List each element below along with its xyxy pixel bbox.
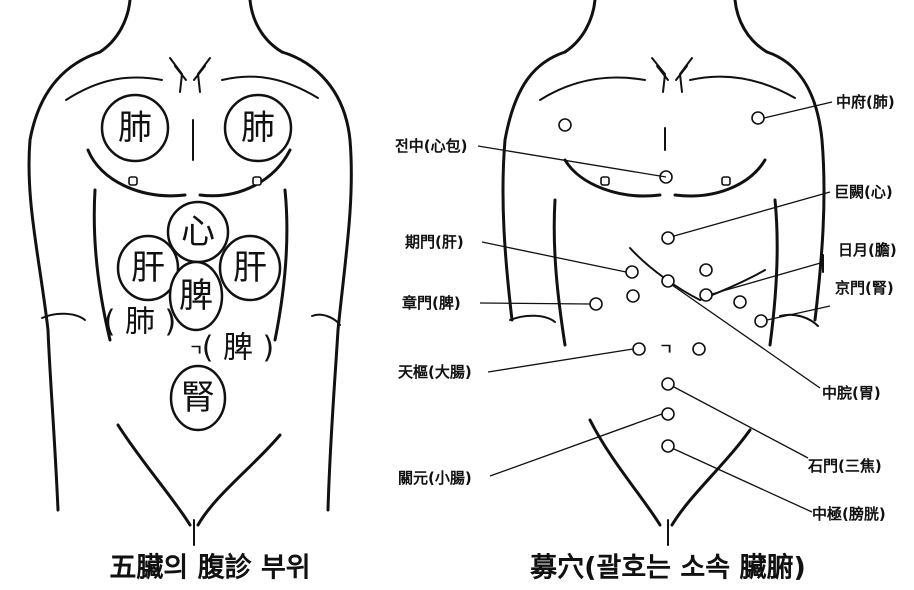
point-qimen-r — [700, 264, 712, 276]
left-navel-mark: ㄱ — [189, 341, 203, 359]
left-pelvis-l — [118, 425, 190, 525]
label-zhangmen: 章門(脾) — [402, 294, 461, 312]
leader-danzhong — [478, 146, 666, 177]
label-zhongfu: 中府(肺) — [836, 93, 895, 111]
right-collar-l — [540, 77, 645, 100]
point-zhongfu-l — [559, 119, 571, 131]
leader-tianshu — [488, 349, 633, 372]
left-notch-r2 — [194, 66, 205, 80]
label-jingmen: 京門(腎) — [835, 279, 894, 297]
point-guanyuan — [662, 408, 674, 420]
right-neck-line-l — [565, 0, 595, 52]
lung-lower-label: ( 肺 ) — [104, 305, 176, 340]
leader-guanyuan — [490, 414, 662, 476]
right-nipple-l — [601, 177, 609, 185]
leader-jingmen — [767, 306, 830, 320]
leader-zhangmen — [480, 303, 590, 304]
point-zhangmen-l — [590, 298, 602, 310]
right-pec-r — [675, 160, 765, 196]
spleen-lower-label: ( 脾 ) — [202, 331, 274, 366]
leader-lines — [478, 102, 832, 512]
point-tianshu-l — [633, 343, 645, 355]
right-notch-r — [680, 58, 692, 92]
right-torso — [503, 0, 824, 545]
lung-left-label: 肺 — [118, 108, 152, 148]
point-jingmen — [755, 315, 767, 327]
right-neck-line-r — [735, 0, 767, 52]
point-zhongfu-r — [752, 112, 764, 124]
point-qimen-l — [626, 266, 638, 278]
left-neck-line-r — [250, 0, 282, 52]
right-pec-l — [565, 160, 660, 196]
leader-zhongfu — [764, 102, 832, 118]
label-riyue: 日月(膽) — [838, 241, 897, 259]
kidney-label: 腎 — [181, 378, 215, 418]
leader-zhongji — [674, 449, 812, 512]
left-notch-r — [198, 58, 210, 92]
label-zhongwan: 中脘(胃) — [822, 384, 881, 402]
left-elbow-l — [42, 314, 85, 320]
left-notch-l — [170, 58, 182, 92]
right-elbow-l — [510, 316, 555, 322]
lung-right-label: 肺 — [241, 108, 275, 148]
right-inner-arm-r — [770, 200, 777, 345]
right-nipple-r — [722, 177, 730, 185]
left-caption: 五臟의 腹診 부위 — [109, 552, 310, 584]
organ-zones: 肺 肺 心 肝 肝 脾 ( 肺 ) ( 脾 ) ㄱ 腎 — [102, 95, 291, 430]
heart-label: 心 — [181, 212, 215, 252]
label-qimen: 期門(肝) — [405, 233, 464, 251]
point-riyue-l — [627, 290, 639, 302]
point-tianshu-r — [693, 343, 705, 355]
point-riyue-r — [700, 289, 712, 301]
liver-left-label: 肝 — [131, 248, 165, 288]
label-juque: 巨闕(心) — [834, 183, 893, 201]
label-shimen: 石門(三焦) — [807, 457, 882, 475]
acupoints: ㄱ — [559, 112, 767, 452]
label-zhongji: 中極(膀胱) — [812, 505, 886, 523]
right-notch-l2 — [657, 66, 668, 80]
left-neck-line-l — [100, 0, 130, 52]
point-zhongji — [662, 440, 674, 452]
right-notch-r2 — [676, 66, 687, 80]
leader-shimen — [674, 387, 808, 458]
right-pelvis-r — [672, 430, 750, 525]
left-elbow-r — [312, 315, 340, 325]
leader-riyue — [712, 262, 824, 294]
right-rib-l — [630, 248, 700, 300]
left-outline-r — [282, 52, 351, 510]
liver-right-label: 肝 — [233, 248, 267, 288]
left-nipple-r — [253, 177, 261, 185]
left-nipple-l — [129, 177, 137, 185]
label-guanyuan: 關元(小腸) — [398, 469, 472, 487]
spleen-label: 脾 — [179, 276, 213, 316]
left-pelvis-r — [198, 435, 280, 525]
right-caption: 募穴(괄호는 소속 臟腑) — [529, 552, 806, 584]
point-zhangmen-r — [734, 296, 746, 308]
label-tianshu: 天樞(大腸) — [398, 363, 472, 381]
point-shimen — [662, 378, 674, 390]
right-inner-arm-l — [554, 200, 565, 345]
right-navel-mark: ㄱ — [659, 340, 673, 358]
right-collar-r — [690, 77, 795, 98]
left-notch-l2 — [175, 66, 186, 80]
leader-juque — [674, 192, 830, 236]
left-outline-l — [29, 52, 100, 510]
label-danzhong: 전中(心包) — [395, 137, 468, 155]
left-collar-r — [222, 77, 318, 98]
point-juque — [662, 232, 674, 244]
